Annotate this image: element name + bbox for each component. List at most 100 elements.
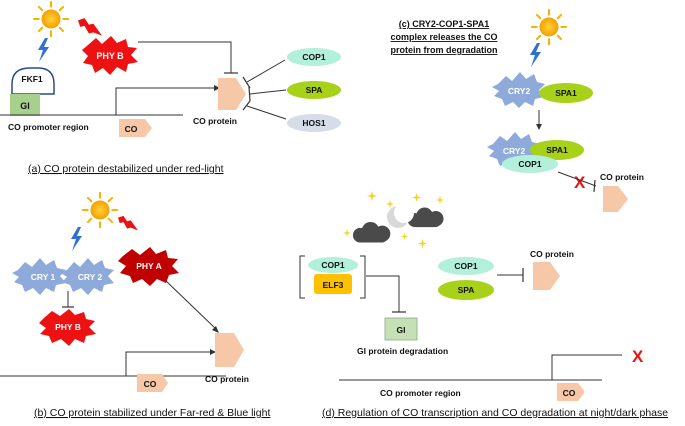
star-icon (343, 229, 351, 237)
caption-b: (b) CO protein stabilized under Far-red … (34, 407, 270, 419)
panel-c-title-2: complex releases the CO (390, 32, 497, 42)
transcription-arrow-b (125, 351, 210, 376)
cop1-inhibit (246, 59, 286, 83)
hos1-bar (242, 100, 251, 111)
co-gene-shape (119, 119, 152, 137)
fkf1-label: FKF1 (21, 74, 43, 84)
spa1-ellipse-c2 (530, 140, 584, 160)
spa-label: SPA (306, 85, 323, 95)
cry1-label: CRY 1 (31, 272, 56, 282)
caption-d: (d) Regulation of CO transcription and C… (322, 407, 668, 419)
star-icon (367, 191, 377, 201)
spa-label-d: SPA (458, 285, 475, 295)
co-gene-label: CO (125, 124, 138, 134)
cry1-star (12, 258, 66, 295)
cop1-ellipse-d2 (438, 257, 494, 275)
x-mark-c: X (574, 173, 586, 192)
panel-d: COP1 ELF3 GI GI protein degradation COP1… (299, 191, 668, 419)
arrow-head-b (210, 349, 216, 355)
cry2-star (61, 258, 114, 295)
far-red-light-icon (118, 215, 138, 231)
phya-arrow-head (212, 326, 219, 333)
gi-degradation-label: GI protein degradation (357, 346, 448, 356)
co-gene-shape-d (557, 383, 585, 401)
gi-inhibit-line (366, 275, 400, 312)
panel-b: CRY 1 CRY 2 PHY A PHY B CO CO protein (b… (0, 191, 270, 419)
co-protein-label: CO protein (193, 116, 237, 126)
cop1-label: COP1 (302, 52, 325, 62)
blocked-inhibit (557, 171, 597, 187)
cop1-label-c: COP1 (518, 159, 541, 169)
panel-c: (c) CRY2-COP1-SPA1 complex releases the … (390, 8, 644, 212)
gi-box (10, 94, 40, 116)
co-protein-label-c: CO protein (600, 172, 644, 182)
panel-a: PHY B FKF1 GI CO promoter region CO CO p… (0, 0, 341, 175)
cop1-ellipse-c (502, 155, 558, 173)
co-gene-shape-b (137, 374, 168, 392)
phyb-inhibit-line (138, 41, 232, 73)
star-icon (386, 200, 394, 208)
spa1-label-c: SPA1 (555, 88, 577, 98)
phya-star (118, 247, 179, 286)
cop1-ellipse (287, 48, 341, 66)
promoter-label-d: CO promoter region (380, 388, 461, 398)
hos1-ellipse (287, 114, 341, 132)
transcription-line-d (551, 354, 622, 380)
cop1-label-d2: COP1 (454, 261, 477, 271)
co-protein-label-d: CO protein (530, 249, 574, 259)
complex-arrow-head (536, 124, 542, 130)
sun-icon (32, 0, 70, 38)
cloud-icon (352, 222, 391, 243)
spa-ellipse-d (438, 280, 494, 300)
blue-light-icon (38, 38, 49, 62)
cry2-label: CRY 2 (78, 272, 103, 282)
moon-icon (387, 203, 414, 228)
spa-inhibit (249, 89, 287, 95)
star-icon (401, 233, 408, 240)
phyb-label-b: PHY B (55, 322, 81, 332)
co-gene-label-d: CO (563, 388, 576, 398)
fkf1-shape (11, 67, 55, 95)
star-icon (418, 239, 427, 248)
promoter-label: CO promoter region (8, 122, 89, 132)
arrow-head (214, 85, 220, 91)
elf3-label: ELF3 (323, 280, 344, 290)
elf3-box (314, 274, 352, 294)
spa1-label-c2: SPA1 (546, 145, 568, 155)
cop1-bar (242, 76, 251, 89)
blue-light-icon (530, 43, 541, 67)
cop1-label-d: COP1 (321, 260, 344, 270)
star-icon (436, 196, 444, 204)
gi-box-d (384, 317, 418, 341)
co-protein-shape-c (603, 186, 628, 212)
cry2-star-c (492, 72, 545, 108)
blue-light-icon (71, 227, 82, 251)
panel-c-title-3: protein from degradation (390, 45, 497, 55)
red-light-icon (78, 18, 102, 36)
cry2-label-c: CRY2 (508, 86, 531, 96)
panel-c-title-1: (c) CRY2-COP1-SPA1 (399, 19, 490, 29)
star-icon (412, 193, 421, 202)
phyb-label: PHY B (96, 51, 124, 61)
bracket-left (299, 255, 305, 299)
bracket-right (360, 255, 366, 299)
phya-label: PHY A (136, 261, 162, 271)
gi-label-d: GI (397, 325, 406, 335)
caption-a: (a) CO protein destabilized under red-li… (28, 163, 224, 175)
phya-arrow-line (164, 279, 217, 330)
co-protein-shape-b (215, 333, 244, 367)
hos1-label: HOS1 (302, 118, 325, 128)
sun-icon (530, 8, 568, 46)
co-protein-shape (218, 78, 246, 110)
x-mark-d: X (632, 347, 644, 366)
co-gene-label-b: CO (144, 379, 157, 389)
cry2-label-c2: CRY2 (503, 146, 526, 156)
hos1-inhibit (246, 105, 287, 120)
transcription-arrow (115, 87, 214, 115)
gi-label: GI (20, 101, 30, 111)
cop1-ellipse-d (308, 257, 358, 273)
phyb-star (82, 36, 138, 75)
blocked-inhibit-bar (593, 179, 596, 193)
